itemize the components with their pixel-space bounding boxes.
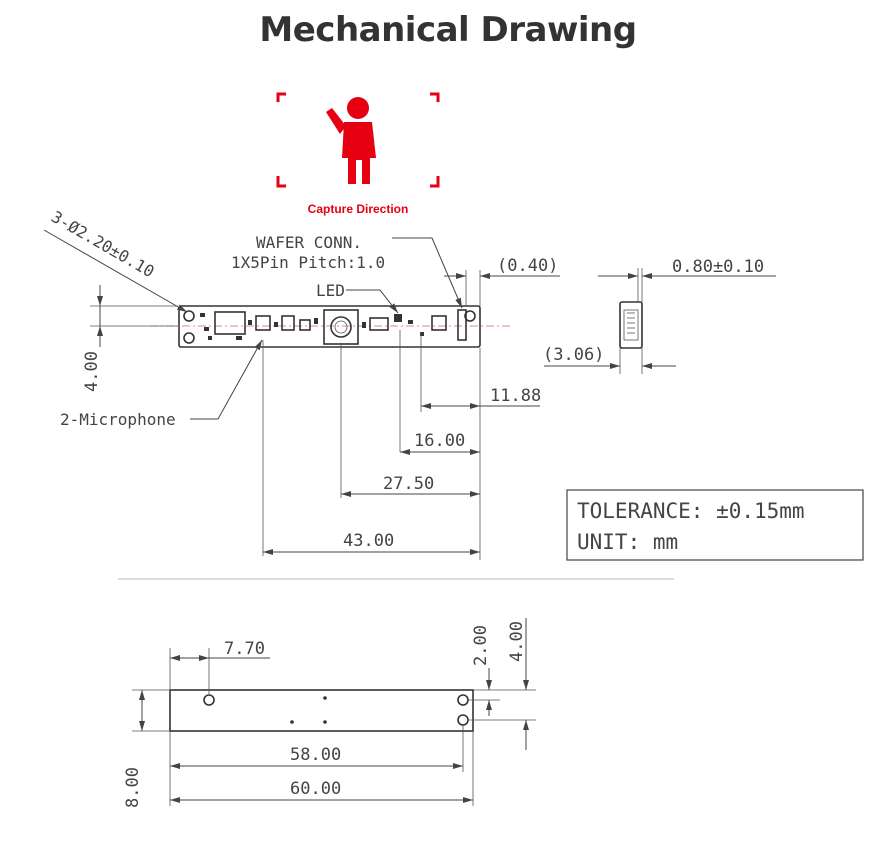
dim-0-80: 0.80±0.10	[672, 257, 764, 277]
person-icon	[326, 97, 376, 184]
dim-8-00: 8.00	[123, 767, 143, 808]
component	[369, 317, 389, 331]
component	[299, 319, 311, 331]
dim-16-00: 16.00	[414, 431, 465, 451]
dim-60-00: 60.00	[290, 779, 341, 799]
lens-inner	[334, 320, 348, 334]
component	[214, 311, 246, 335]
dim-0-40: (0.40)	[497, 256, 558, 276]
mount-hole	[464, 310, 476, 322]
dim-4-00: 4.00	[82, 351, 102, 392]
tolerance-text: TOLERANCE: ±0.15mm	[577, 499, 805, 523]
wafer-connector	[457, 309, 467, 341]
dim-58-00: 58.00	[290, 745, 341, 765]
side-profile	[619, 301, 643, 349]
unit-text: UNIT: mm	[577, 530, 678, 554]
led	[394, 314, 402, 322]
dim-4-00-bottom: 4.00	[507, 621, 527, 662]
mount-hole	[457, 714, 469, 726]
dim-3-06: (3.06)	[543, 345, 604, 365]
capture-direction-icon: Capture Direction	[276, 92, 440, 216]
mount-hole	[457, 694, 469, 706]
smd-parts	[200, 313, 424, 340]
page-title: Mechanical Drawing	[259, 10, 637, 50]
capture-direction-label: Capture Direction	[308, 202, 409, 216]
dim-7-70: 7.70	[224, 639, 265, 659]
board-outline	[178, 305, 481, 348]
dim-11-88: 11.88	[490, 386, 541, 406]
dim-43-00: 43.00	[343, 531, 394, 551]
microphone-label: 2-Microphone	[60, 410, 176, 429]
lens-module	[323, 309, 359, 345]
lens	[330, 316, 352, 338]
hole-callout: 3-Ø2.20±0.10	[48, 207, 158, 281]
tolerance-box: TOLERANCE: ±0.15mm UNIT: mm	[566, 489, 864, 561]
microphone	[255, 315, 271, 331]
led-label: LED	[316, 281, 345, 300]
dim-2-00: 2.00	[471, 625, 491, 666]
mount-hole	[183, 332, 195, 344]
side-view: 0.80±0.10 (3.06)	[543, 257, 776, 374]
top-view: 3-Ø2.20±0.10 4.00 WAFER CONN. 1X5Pin Pit…	[43, 207, 560, 560]
mount-hole	[203, 694, 215, 706]
microphone	[431, 315, 447, 331]
wafer-pitch-label: 1X5Pin Pitch:1.0	[231, 253, 385, 272]
bottom-view: 7.70 2.00 4.00 8.00 58.00 60.00	[123, 618, 536, 808]
dim-27-50: 27.50	[383, 474, 434, 494]
mount-hole	[183, 310, 195, 322]
wafer-conn-label: WAFER CONN.	[256, 233, 362, 252]
component	[281, 315, 295, 331]
board-bottom-outline	[169, 689, 474, 732]
